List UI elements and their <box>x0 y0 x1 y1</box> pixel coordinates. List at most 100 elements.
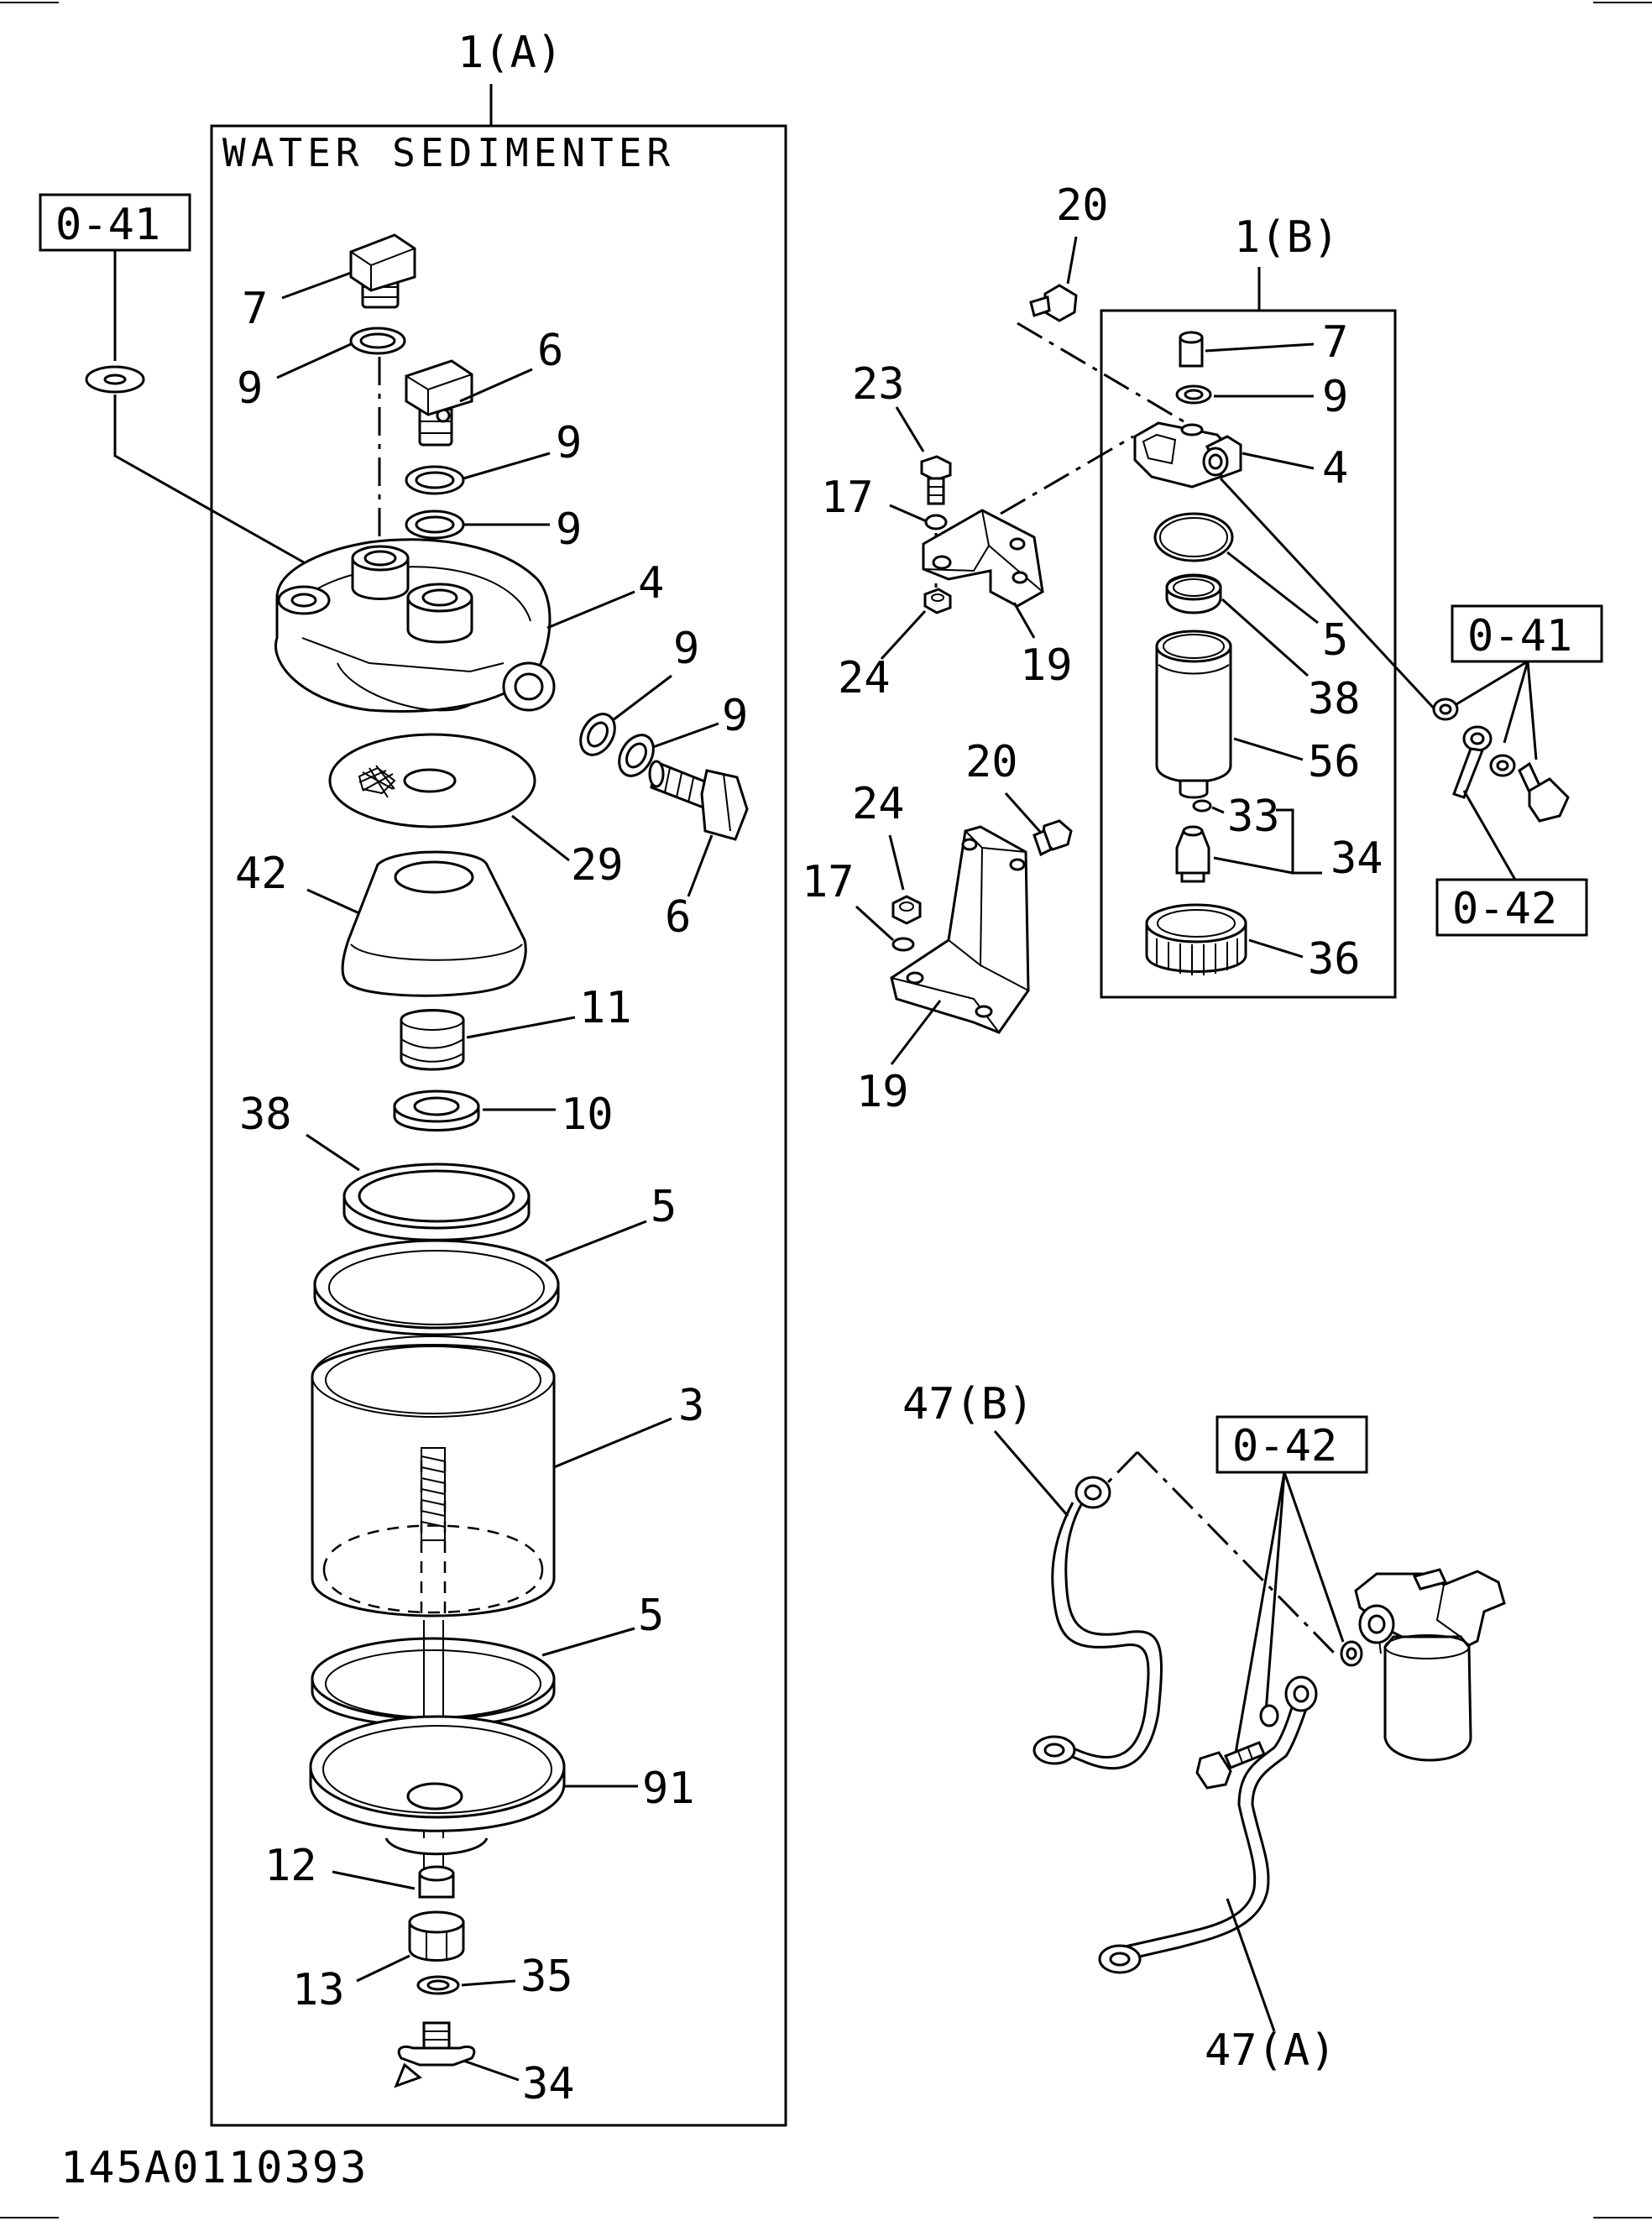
ref-leader <box>1264 1471 1286 1713</box>
fuel-pipe-b-part <box>1032 1476 1163 1770</box>
callout-leader <box>306 1133 360 1172</box>
callout-leader <box>541 1627 635 1657</box>
callout-leader <box>889 504 929 524</box>
washer-hole <box>1184 389 1204 400</box>
ref-leader <box>1232 1471 1286 1764</box>
banjo-bolt-part <box>1518 761 1570 823</box>
callout-4: 4 <box>638 558 664 609</box>
bracket-centerline <box>1000 435 1134 515</box>
retaining-ring-part <box>1145 903 1247 975</box>
callout-leader <box>459 368 533 403</box>
callout-leader <box>511 814 570 862</box>
ref-leader <box>1283 1471 1345 1643</box>
callout-leader <box>1248 938 1304 959</box>
callout-47b: 47(B) <box>902 1379 1034 1429</box>
callout-24b: 24 <box>852 779 905 829</box>
hose-fitting-part <box>1029 284 1078 322</box>
callout-11: 11 <box>579 983 632 1033</box>
ref-leader <box>1462 790 1517 881</box>
callout-34b: 34 <box>1330 834 1383 884</box>
callout-12: 12 <box>264 1841 317 1891</box>
callout-17b: 17 <box>802 857 855 907</box>
washer-part <box>1259 1704 1279 1727</box>
callout-leader <box>1226 1898 1276 2032</box>
callout-5: 5 <box>651 1182 677 1232</box>
sedimenter-head-part <box>274 538 556 713</box>
callout-leader <box>1221 598 1309 677</box>
callout-4b: 4 <box>1322 443 1348 494</box>
callout-leader <box>687 834 714 897</box>
callout-10: 10 <box>561 1090 614 1140</box>
callout-leader <box>1233 737 1304 761</box>
bowl-base-part <box>309 1715 566 1856</box>
callout-19: 19 <box>1020 640 1073 691</box>
callout-leader <box>1205 342 1315 353</box>
support-bracket-part <box>890 825 1030 1034</box>
wing-screw-part <box>394 2021 476 2088</box>
nut-part <box>891 895 922 925</box>
ref-box-0-41-right <box>1451 604 1603 663</box>
callout-leader <box>895 406 925 452</box>
callout-leader <box>546 590 635 630</box>
o-ring-part <box>1192 799 1212 813</box>
ref-leader <box>1526 661 1538 760</box>
callout-23: 23 <box>852 359 905 410</box>
callout-leader <box>466 1016 576 1039</box>
lock-washer-part <box>924 514 948 530</box>
callout-29: 29 <box>571 840 624 891</box>
callout-leader <box>1012 602 1036 639</box>
bolt-part <box>648 760 749 841</box>
callout-3: 3 <box>678 1381 704 1431</box>
callout-9e: 9 <box>722 691 748 741</box>
ref-leader <box>1451 660 1529 708</box>
washer-hole <box>415 515 455 534</box>
washer-hole <box>359 332 396 349</box>
callout-leader <box>332 1870 416 1890</box>
o-ring-part <box>1153 512 1234 562</box>
callout-leader <box>1213 856 1294 875</box>
drain-plug-part <box>405 359 473 447</box>
cone-baffle-part <box>341 850 527 997</box>
assembly-a-title: WATER SEDIMENTER <box>222 130 675 175</box>
callout-leader <box>461 1979 516 1987</box>
callout-leader <box>612 674 672 722</box>
callout-33: 33 <box>1227 792 1280 842</box>
ref-box-0-41-right-text: 0-41 <box>1467 611 1572 661</box>
callout-9b: 9 <box>556 418 582 468</box>
drain-valve-part <box>1175 825 1210 883</box>
callout-6b: 6 <box>665 892 691 943</box>
assembly-centerline <box>1017 321 1189 426</box>
callout-leader <box>652 722 719 749</box>
callout-bracket <box>1276 808 1322 875</box>
callout-leader <box>356 1954 410 1983</box>
drain-valve-part <box>408 1865 465 1962</box>
ref-leader <box>1219 477 1439 713</box>
callout-leader <box>1066 236 1078 285</box>
washer-hole <box>426 1979 450 1991</box>
callout-5b: 5 <box>638 1591 664 1641</box>
callout-leader <box>463 2059 520 2082</box>
banjo-bolt-part <box>1195 1741 1266 1790</box>
washer-hole <box>103 374 127 385</box>
ref-box-0-42-right-text: 0-42 <box>1452 884 1557 934</box>
spring-part <box>400 1009 465 1071</box>
washer-hole <box>1439 703 1452 715</box>
assembly-a-label: 1(A) <box>457 28 562 78</box>
callout-24: 24 <box>838 653 891 703</box>
callout-20: 20 <box>1056 180 1109 231</box>
callout-leader <box>306 888 360 915</box>
callout-5c: 5 <box>1322 615 1348 666</box>
ref-box-0-42-lower <box>1215 1415 1368 1474</box>
plug-part <box>349 233 416 309</box>
callout-13: 13 <box>292 1965 345 2015</box>
callout-leader <box>1242 452 1315 470</box>
sediment-bowl-part <box>311 1335 556 1618</box>
callout-38b: 38 <box>1308 674 1361 724</box>
gasket-part <box>311 1637 556 1727</box>
drawing-id: 145A0110393 <box>60 2143 368 2193</box>
gasket-part <box>313 1239 560 1336</box>
plug-head <box>1179 331 1204 344</box>
o-ring-inner <box>1173 578 1215 597</box>
